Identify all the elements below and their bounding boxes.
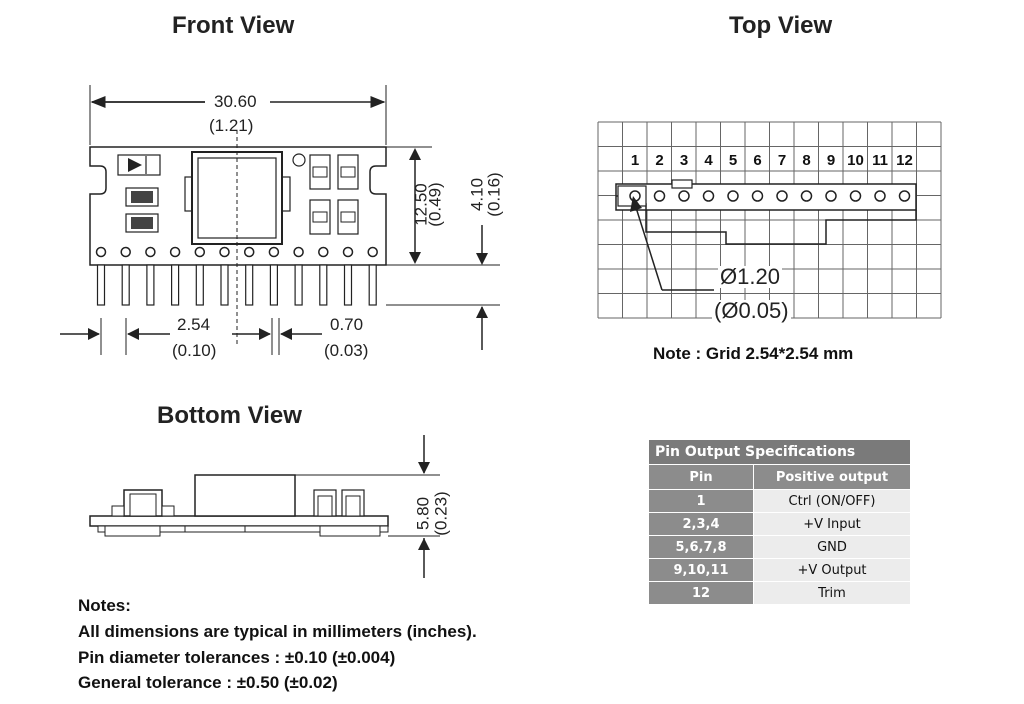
notes-line-1: All dimensions are typical in millimeter… (78, 622, 477, 641)
pin-lead (195, 264, 204, 306)
pin-number: 10 (847, 152, 864, 169)
pin-lead (96, 264, 106, 306)
table-row: 9,10,11+V Output (648, 558, 911, 582)
pin-lead (319, 264, 328, 306)
front-pin-length-in: (0.16) (484, 172, 504, 217)
pin-pad (194, 246, 206, 258)
front-pin-length-mm: 4.10 (467, 177, 487, 212)
spec-pin: 9,10,11 (648, 558, 754, 582)
notes-heading: Notes: (78, 596, 131, 615)
table-row: 2,3,4+V Input (648, 512, 911, 536)
pin-number: 3 (679, 152, 689, 169)
pin-pad (95, 246, 107, 258)
top-view-title: Top View (729, 12, 833, 39)
pin-spec-table: Pin Output Specifications Pin Positive o… (648, 439, 911, 605)
pin-hole (898, 190, 911, 202)
spec-header-pin: Pin (648, 464, 754, 490)
pin-number: 1 (630, 152, 640, 169)
pin-pad (120, 246, 131, 258)
bottom-height-in: (0.23) (431, 491, 451, 536)
top-hole-mm: Ø1.20 (718, 264, 782, 289)
bottom-view-title: Bottom View (157, 402, 302, 429)
front-width-in: (1.21) (209, 116, 254, 135)
spec-header-output: Positive output (753, 464, 911, 490)
front-pin-width-in: (0.03) (324, 341, 369, 360)
notes-line-3: General tolerance : ±0.50 (±0.02) (78, 673, 338, 692)
pin-lead (294, 264, 303, 306)
pin-hole (751, 190, 764, 202)
pin-hole (702, 190, 715, 202)
pin-pad (342, 246, 354, 258)
front-view-title: Front View (172, 12, 295, 39)
spec-value: +V Input (753, 512, 911, 536)
pin-pad (367, 246, 378, 258)
pin-number: 8 (802, 152, 811, 169)
pin-lead (269, 264, 278, 306)
front-view-drawing (60, 85, 500, 355)
pin-pad (145, 246, 156, 258)
spec-pin: 12 (648, 581, 754, 605)
pin-pad (169, 246, 181, 258)
spec-value: Ctrl (ON/OFF) (753, 489, 911, 513)
pin-pad (268, 246, 280, 258)
front-height-in: (0.49) (425, 182, 445, 227)
front-width-mm: 30.60 (212, 92, 259, 111)
pin-number: 2 (655, 152, 664, 169)
pin-hole (874, 190, 886, 202)
pin-lead (368, 264, 377, 306)
pin-hole (678, 190, 690, 202)
front-pitch-in: (0.10) (172, 341, 217, 360)
pin-pad (243, 246, 255, 258)
pin-pad (293, 246, 304, 258)
pin-number: 12 (896, 152, 913, 169)
pin-lead (343, 264, 353, 306)
grid-note: Note : Grid 2.54*2.54 mm (653, 344, 854, 363)
pin-number: 7 (777, 152, 787, 169)
top-hole-in: (Ø0.05) (712, 298, 791, 323)
notes-line-2: Pin diameter tolerances : ±0.10 (±0.004) (78, 648, 396, 667)
pin-lead (171, 264, 180, 306)
pin-lead (146, 264, 155, 306)
bottom-height-mm: 5.80 (413, 496, 433, 531)
pin-pad (219, 246, 230, 258)
spec-pin: 2,3,4 (648, 512, 754, 536)
pin-hole (849, 190, 862, 202)
spec-value: +V Output (753, 558, 911, 582)
pin-hole (825, 190, 837, 202)
pin-number: 4 (704, 152, 713, 169)
spec-value: Trim (753, 581, 911, 605)
top-view-grid (597, 121, 942, 319)
pin-lead (220, 264, 229, 306)
front-pitch-mm: 2.54 (177, 315, 211, 334)
pin-number: 9 (826, 152, 836, 169)
pin-hole (727, 190, 739, 202)
pin-number: 6 (753, 152, 762, 169)
pin-number: 5 (728, 152, 738, 169)
pin-hole (776, 190, 788, 202)
pin-hole (800, 190, 813, 202)
spec-pin: 5,6,7,8 (648, 535, 754, 559)
pin-number: 11 (872, 152, 888, 169)
front-pin-width-mm: 0.70 (330, 315, 364, 334)
pin-pad (318, 246, 329, 258)
spec-table-caption: Pin Output Specifications (648, 439, 911, 465)
pin-hole (653, 190, 666, 202)
spec-value: GND (753, 535, 911, 559)
spec-pin: 1 (648, 489, 754, 513)
bottom-view-drawing (89, 435, 440, 578)
pin-lead (245, 264, 254, 306)
pin-lead (121, 264, 130, 306)
